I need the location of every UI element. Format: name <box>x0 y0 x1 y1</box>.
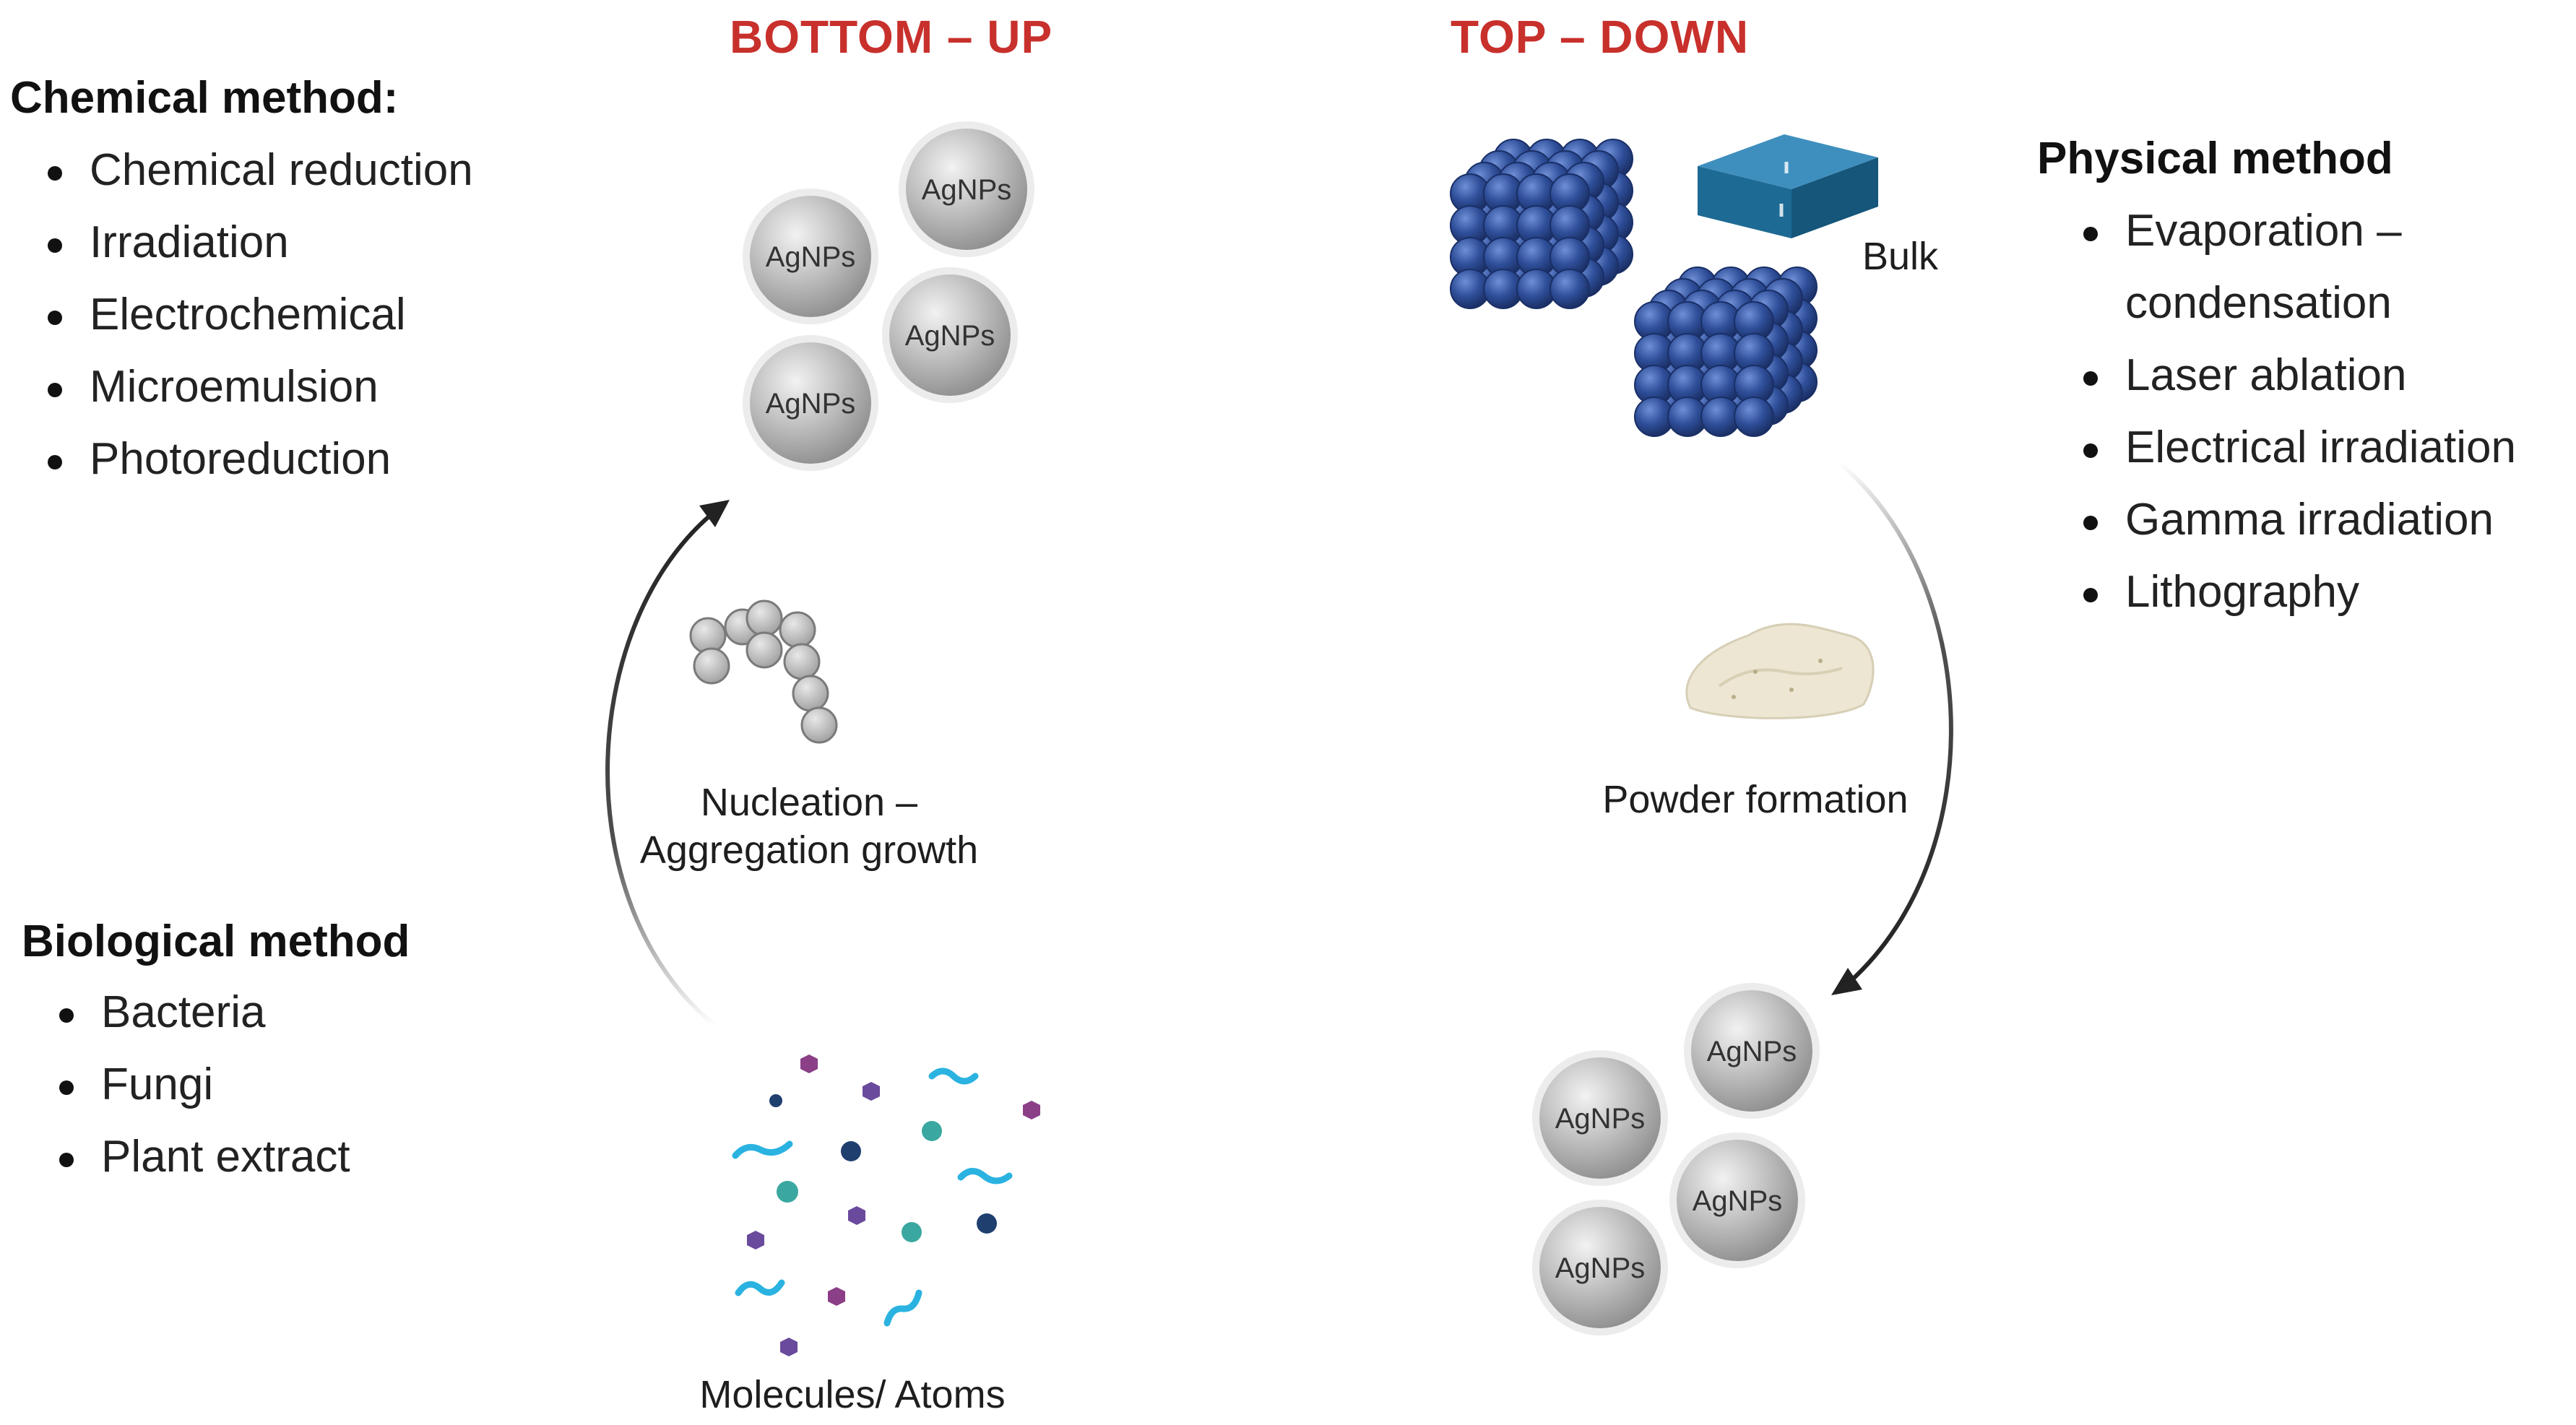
molecules-atoms-group <box>732 1054 1040 1356</box>
nanoparticle-sphere <box>1539 1207 1661 1328</box>
molecule-atom <box>863 1082 880 1101</box>
molecule-atom <box>780 1338 798 1356</box>
biological-method-list: Bacteria Fungi Plant extract <box>22 976 350 1193</box>
nanoparticle-sphere <box>750 196 871 317</box>
molecule-atom <box>848 1206 865 1225</box>
list-item: Plant extract <box>22 1121 350 1193</box>
chemical-method-list: Chemical reduction Irradiation Electroch… <box>10 134 473 495</box>
list-item-continuation: condensation <box>2125 278 2392 328</box>
biological-method-title: Biological method <box>22 917 410 966</box>
list-item: Electrical irradiation <box>2046 412 2516 484</box>
molecule-atom <box>828 1287 845 1306</box>
list-item: Irradiation <box>10 207 473 279</box>
nanoparticle-sphere <box>1677 1140 1798 1261</box>
molecule-atom <box>922 1121 942 1141</box>
physical-method-list: Evaporation – condensation Laser ablatio… <box>2046 195 2516 628</box>
molecule-strand <box>735 1279 785 1296</box>
bulk-label: Bulk <box>1862 235 1939 278</box>
bottom-up-heading: BOTTOM – UP <box>730 11 1053 63</box>
list-item: Fungi <box>22 1049 350 1121</box>
top-down-heading: TOP – DOWN <box>1451 11 1750 63</box>
list-item: Chemical reduction <box>10 134 473 207</box>
nanoparticle-sphere <box>750 342 871 464</box>
atom-cube-icon <box>1450 139 1633 309</box>
agnps-label: AgNPs <box>922 174 1012 206</box>
molecule-atom <box>769 1094 782 1107</box>
nucleation-line1: Nucleation – <box>700 781 918 824</box>
molecules-atoms-label: Molecules/ Atoms <box>699 1373 1006 1416</box>
molecule-atom <box>841 1141 861 1161</box>
list-item: Evaporation – <box>2046 195 2516 267</box>
list-item: Lithography <box>2046 556 2516 628</box>
list-item: Electrochemical <box>10 279 473 351</box>
agnps-label: AgNPs <box>905 320 995 352</box>
molecule-atom <box>800 1054 818 1073</box>
aggregation-label: Aggregation growth <box>639 828 979 872</box>
molecule-atom <box>747 1231 764 1249</box>
molecule-atom <box>777 1181 798 1203</box>
nanoparticle-sphere <box>889 274 1011 396</box>
agnps-label: AgNPs <box>766 388 856 420</box>
molecule-atom <box>1023 1101 1040 1119</box>
bottom-up-arrow <box>605 500 730 1028</box>
cube-atom <box>1550 269 1590 309</box>
molecule-strand <box>928 1067 979 1085</box>
list-item: Gamma irradiation <box>2046 484 2516 556</box>
physical-method-title: Physical method <box>2037 134 2393 183</box>
nucleation-chain <box>689 599 838 744</box>
list-item: Laser ablation <box>2046 339 2516 412</box>
molecule-strand <box>732 1140 793 1159</box>
agnps-label: AgNPs <box>766 241 856 273</box>
nanoparticle-sphere <box>1539 1057 1661 1179</box>
list-item: Photoreduction <box>10 423 473 495</box>
agnps-label: AgNPs <box>1707 1036 1797 1067</box>
molecule-strand <box>957 1168 1013 1184</box>
top-down-arrow <box>1831 460 1953 995</box>
molecule-atom <box>902 1222 922 1242</box>
molecule-strand <box>883 1289 922 1327</box>
bulk-block-icon <box>1698 134 1878 238</box>
molecule-atom <box>977 1213 997 1234</box>
list-item: Microemulsion <box>10 351 473 423</box>
agnps-cluster-bottom: AgNPs AgNPs AgNPs AgNPs <box>1532 983 1820 1335</box>
nanoparticle-sphere <box>1691 990 1812 1112</box>
agnps-label: AgNPs <box>1693 1185 1783 1217</box>
agnps-cluster-top: AgNPs AgNPs AgNPs AgNPs <box>743 121 1034 471</box>
agnps-label: AgNPs <box>1555 1103 1646 1135</box>
list-item: Bacteria <box>22 976 350 1049</box>
cube-atom <box>1734 397 1774 437</box>
powder-pile-icon <box>1685 623 1875 719</box>
nucleation-label: Nucleation – <box>672 779 946 826</box>
nanoparticle-sphere <box>906 129 1027 250</box>
chemical-method-title: Chemical method: <box>10 73 399 123</box>
powder-formation-label: Powder formation <box>1602 778 1909 821</box>
agnps-label: AgNPs <box>1555 1252 1646 1284</box>
atom-cube-icon <box>1634 267 1818 437</box>
